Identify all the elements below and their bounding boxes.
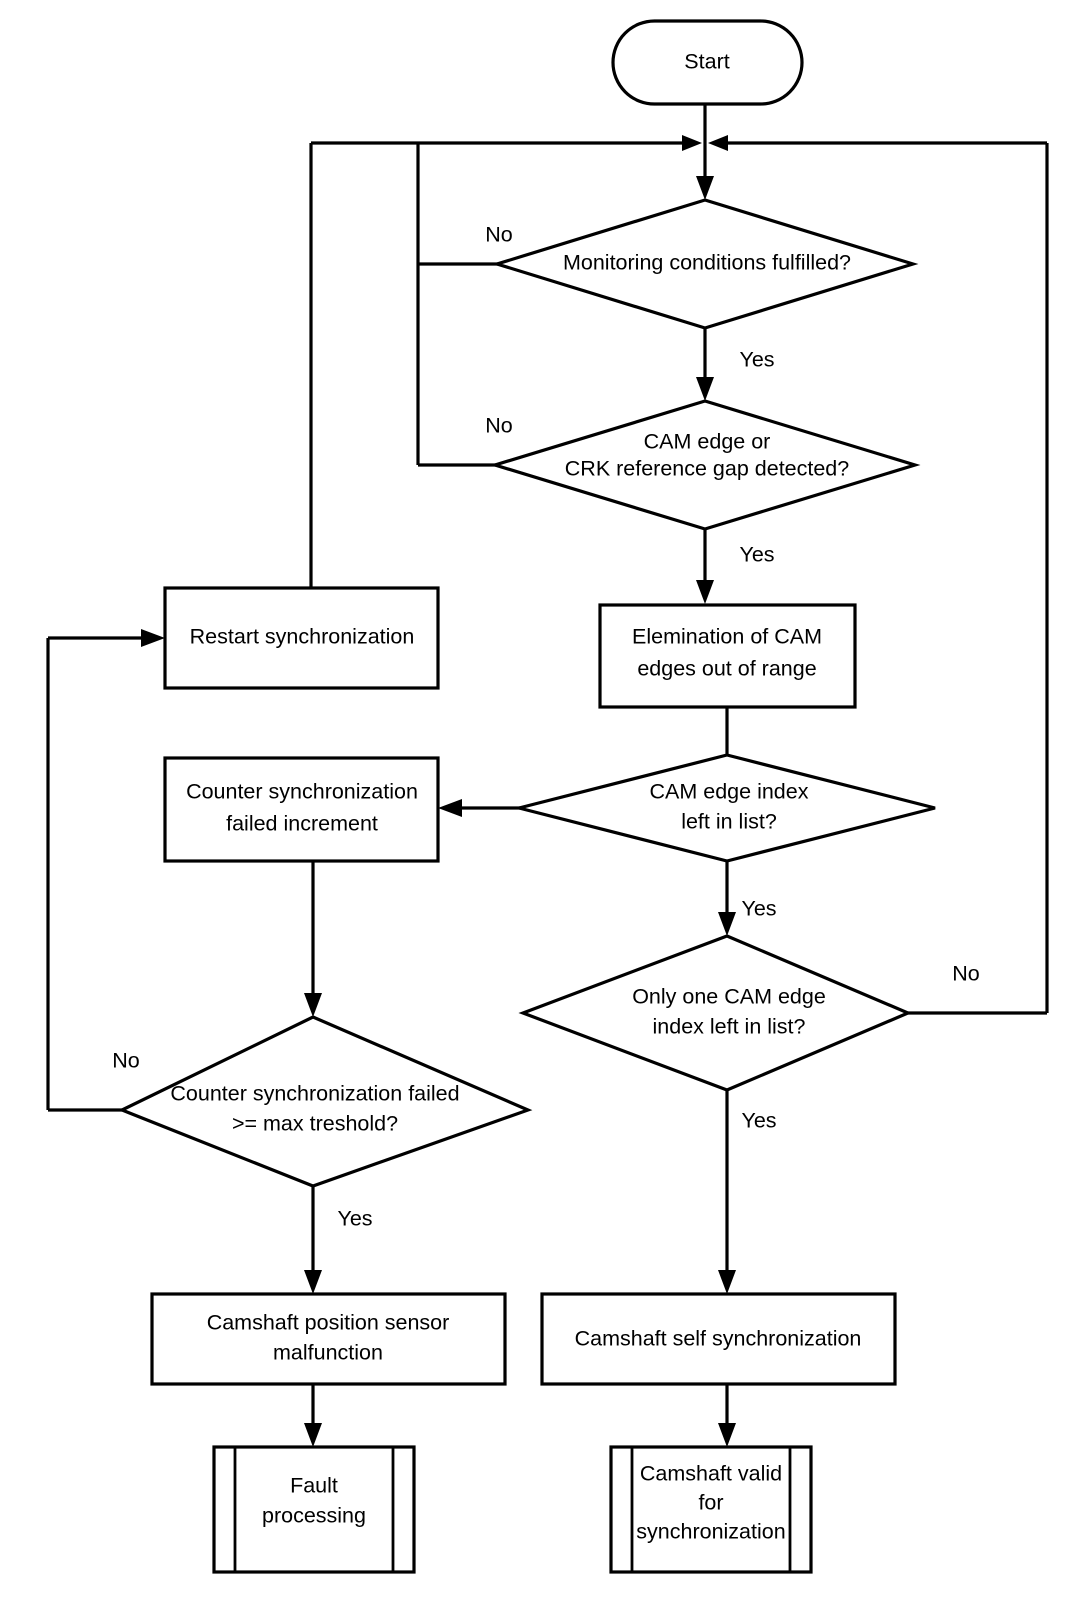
elemination-label-line2: edges out of range — [637, 657, 816, 681]
edge-label-cam-edge-no: No — [485, 414, 513, 438]
node-start[interactable]: Start — [611, 19, 804, 106]
counter-sync-failed-shape — [163, 756, 440, 863]
arrowhead-index-left-yes — [718, 912, 736, 936]
camshaft-valid-label-line2: for — [698, 1491, 723, 1515]
node-restart-sync[interactable]: Restart synchronization — [163, 586, 440, 690]
only-one-decision-shape — [518, 934, 913, 1092]
edge-label-only-one-yes: Yes — [741, 1109, 776, 1133]
restart-sync-label-line1: Restart synchronization — [190, 625, 415, 649]
camshaft-malfunction-label-line2: malfunction — [273, 1341, 383, 1365]
camshaft-valid-label-line1: Camshaft valid — [640, 1462, 782, 1486]
edge-label-threshold-no: No — [112, 1049, 140, 1073]
cam-edge-label-line1: CAM edge or — [644, 430, 771, 454]
node-elemination[interactable]: Elemination of CAM edges out of range — [598, 603, 857, 709]
arrowhead-malfunction-to-fault — [304, 1423, 322, 1447]
only-one-label-line2: index left in list? — [653, 1015, 806, 1039]
threshold-label-line1: Counter synchronization failed — [170, 1082, 459, 1106]
edge-label-monitoring-no: No — [485, 223, 513, 247]
camshaft-valid-shape — [609, 1445, 813, 1574]
cam-edge-index-decision-shape — [518, 753, 936, 863]
arrowhead-threshold-yes — [304, 1270, 322, 1294]
edge-label-index-left-yes: Yes — [741, 897, 776, 921]
node-camshaft-valid[interactable]: Camshaft valid for synchronization — [609, 1445, 813, 1574]
arrowhead-counter-to-threshold — [304, 993, 322, 1017]
node-only-one-cam-edge[interactable]: Only one CAM edge index left in list? — [518, 934, 913, 1092]
arrowhead-monitoring-yes — [696, 377, 714, 401]
arrowhead-into-restart — [141, 629, 165, 647]
counter-sync-label-line1: Counter synchronization — [186, 780, 418, 804]
elemination-label-line1: Elemination of CAM — [632, 625, 822, 649]
fault-processing-label-line1: Fault — [290, 1474, 338, 1498]
cam-edge-index-label-line2: left in list? — [681, 810, 777, 834]
arrowhead-into-monitoring — [696, 176, 714, 200]
node-camshaft-self-sync[interactable]: Camshaft self synchronization — [540, 1292, 897, 1386]
camshaft-self-sync-label-line1: Camshaft self synchronization — [575, 1327, 862, 1351]
node-counter-sync-threshold[interactable]: Counter synchronization failed >= max tr… — [118, 1015, 533, 1188]
node-fault-processing[interactable]: Fault processing — [212, 1445, 416, 1574]
node-monitoring-conditions[interactable]: Monitoring conditions fulfilled? — [491, 198, 919, 330]
arrowhead-onlyone-yes — [718, 1270, 736, 1294]
edge-label-threshold-yes: Yes — [337, 1207, 372, 1231]
edge-label-only-one-no: No — [952, 962, 980, 986]
node-counter-sync-failed-inc[interactable]: Counter synchronization failed increment — [163, 756, 440, 863]
threshold-decision-shape — [118, 1015, 533, 1188]
start-label: Start — [684, 50, 729, 74]
camshaft-self-sync-shape — [540, 1292, 897, 1386]
cam-edge-decision-shape — [489, 399, 921, 531]
fault-processing-label-line2: processing — [262, 1504, 366, 1528]
edge-label-cam-edge-yes: Yes — [739, 543, 774, 567]
cam-edge-label-line2: CRK reference gap detected? — [565, 457, 849, 481]
arrowhead-selfsync-to-valid — [718, 1423, 736, 1447]
arrowhead-camedge-yes — [696, 580, 714, 604]
node-cam-edge-detected[interactable]: CAM edge or CRK reference gap detected? — [489, 399, 921, 531]
only-one-label-line1: Only one CAM edge — [632, 985, 826, 1009]
counter-sync-label-line2: failed increment — [226, 812, 378, 836]
edge-label-monitoring-yes: Yes — [739, 348, 774, 372]
monitoring-decision-shape — [491, 198, 919, 330]
camshaft-malfunction-label-line1: Camshaft position sensor — [207, 1311, 450, 1335]
camshaft-malfunction-shape — [150, 1292, 507, 1386]
camshaft-valid-label-line3: synchronization — [636, 1520, 785, 1544]
arrowhead-right-feedback-merge — [708, 135, 728, 151]
node-camshaft-malfunction[interactable]: Camshaft position sensor malfunction — [150, 1292, 507, 1386]
threshold-label-line2: >= max treshold? — [232, 1112, 398, 1136]
elemination-shape — [598, 603, 857, 709]
fault-processing-shape — [212, 1445, 416, 1574]
start-terminator-shape — [611, 19, 804, 106]
arrowhead-left-feedback-merge — [682, 135, 702, 151]
node-cam-edge-index-left[interactable]: CAM edge index left in list? — [518, 753, 936, 863]
arrowhead-index-left-to-counter — [438, 799, 462, 817]
cam-edge-index-label-line1: CAM edge index — [650, 780, 809, 804]
monitoring-label-line1: Monitoring conditions fulfilled? — [563, 251, 851, 275]
restart-sync-shape — [163, 586, 440, 690]
